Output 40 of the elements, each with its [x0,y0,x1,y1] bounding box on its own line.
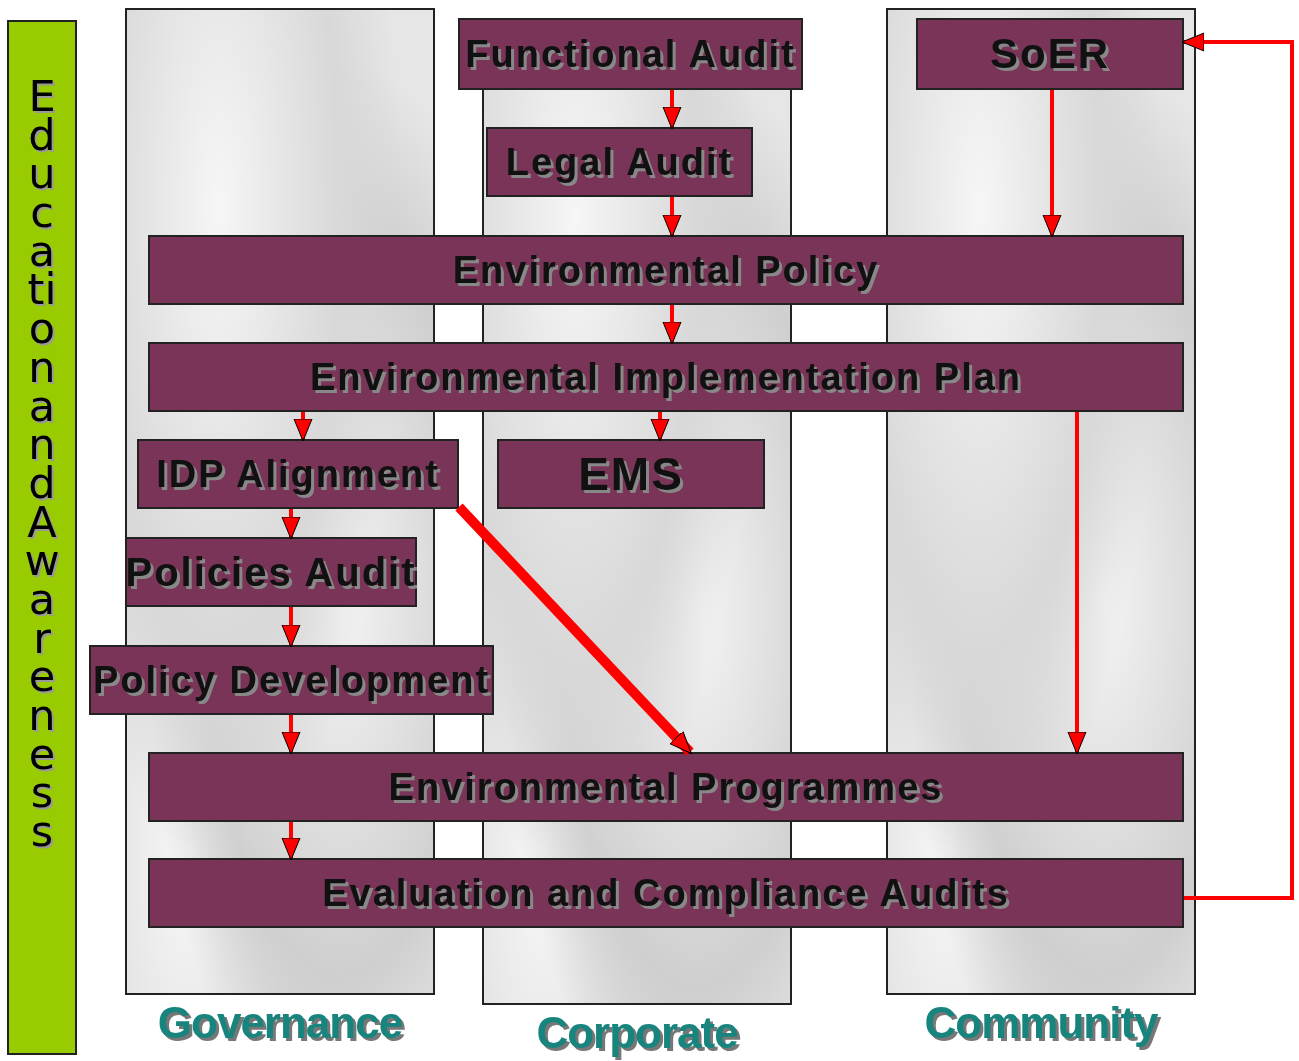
box-label: Evaluation and Compliance Audits [322,871,1010,915]
arrow [281,715,301,755]
box-label: Environmental Implementation Plan [309,355,1023,399]
process-box [137,439,459,509]
arrow [662,90,682,130]
box-label: Functional Audit [465,32,796,76]
arrow [281,509,301,540]
box-label: SoER [990,30,1110,78]
column-label: Governance [156,998,404,1048]
box-label: Policy Development [92,658,491,702]
arrow [455,503,694,756]
box-label: Environmental Programmes [388,765,944,809]
process-box [458,18,803,90]
arrow [662,305,682,345]
box-label: Environmental Policy [452,248,880,292]
column-label: Community [923,998,1159,1048]
arrow [1181,32,1294,900]
arrow [662,197,682,238]
arrow [650,412,670,442]
box-label: IDP Alignment [156,452,440,496]
arrow [1067,412,1087,755]
vertical-label: Education and Awareness [23,77,61,859]
box-label: Policies Audit [125,549,417,595]
process-box [148,858,1184,928]
column-label: Corporate [535,1008,739,1058]
process-box [125,537,417,607]
process-box [148,752,1184,822]
process-box [89,645,494,715]
arrow [293,412,313,442]
process-box [497,439,765,509]
arrow [281,822,301,861]
box-label: Legal Audit [505,140,734,184]
process-box [148,235,1184,305]
process-box [916,18,1184,90]
process-box [486,127,753,197]
process-box [148,342,1184,412]
arrow [1042,90,1062,238]
box-label: EMS [578,447,684,501]
sidebar-band [7,20,77,1055]
arrow [281,607,301,648]
